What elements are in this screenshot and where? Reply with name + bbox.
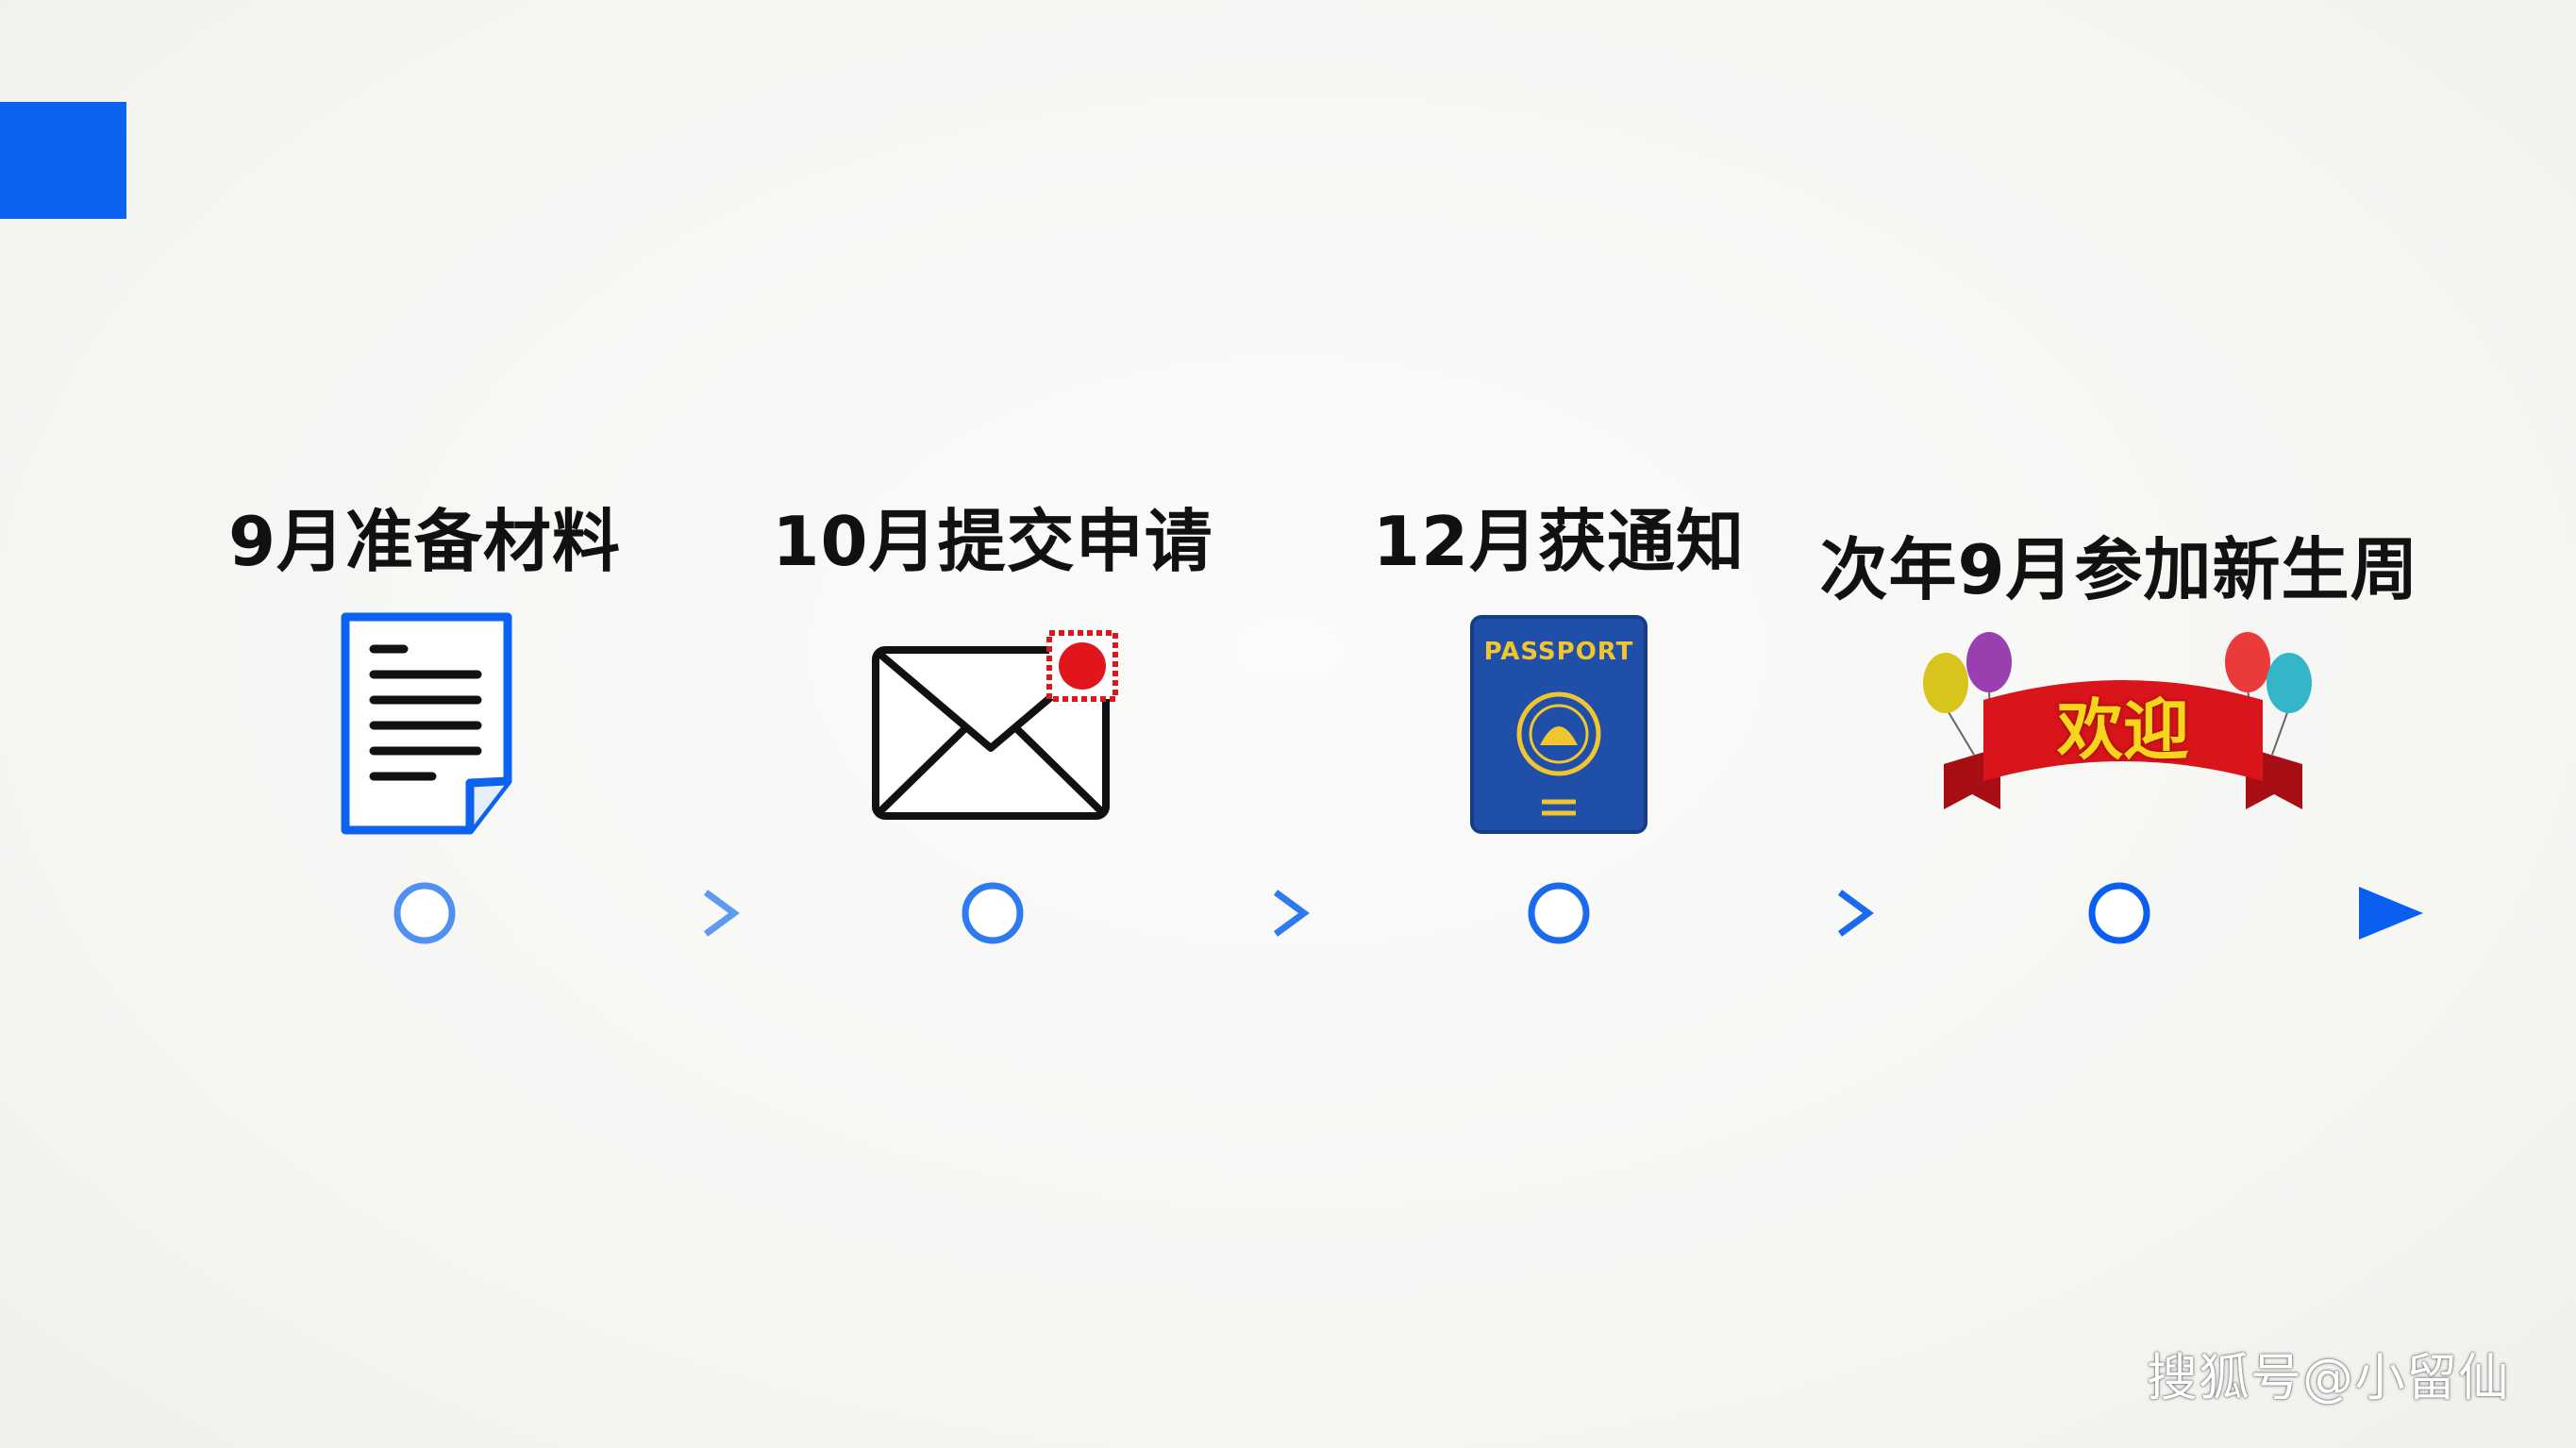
timeline-node-1 — [393, 882, 456, 944]
accent-corner-block — [0, 102, 126, 219]
timeline-node-2 — [962, 882, 1024, 944]
step-label-prepare: 9月准备材料 — [227, 502, 622, 581]
welcome-text: 欢迎 — [2057, 691, 2189, 769]
watermark: 搜狐号@小留仙 — [2147, 1348, 2510, 1407]
passport-icon — [1468, 613, 1649, 836]
timeline-node-3 — [1528, 882, 1590, 944]
step-label-submit: 10月提交申请 — [772, 502, 1213, 581]
timeline-chevron-1 — [703, 890, 740, 937]
step-label-orientation: 次年9月参加新生周 — [1819, 530, 2419, 609]
timeline-chevron-2 — [1273, 890, 1310, 937]
envelope-icon — [870, 627, 1125, 825]
welcome-banner-icon — [1915, 623, 2331, 830]
timeline-arrowhead — [2359, 887, 2423, 940]
step-label-notice: 12月获通知 — [1372, 502, 1746, 581]
passport-label: PASSPORT — [1483, 638, 1634, 666]
document-icon — [338, 611, 517, 838]
timeline-node-4 — [2088, 882, 2150, 944]
timeline-chevron-3 — [1837, 890, 1874, 937]
